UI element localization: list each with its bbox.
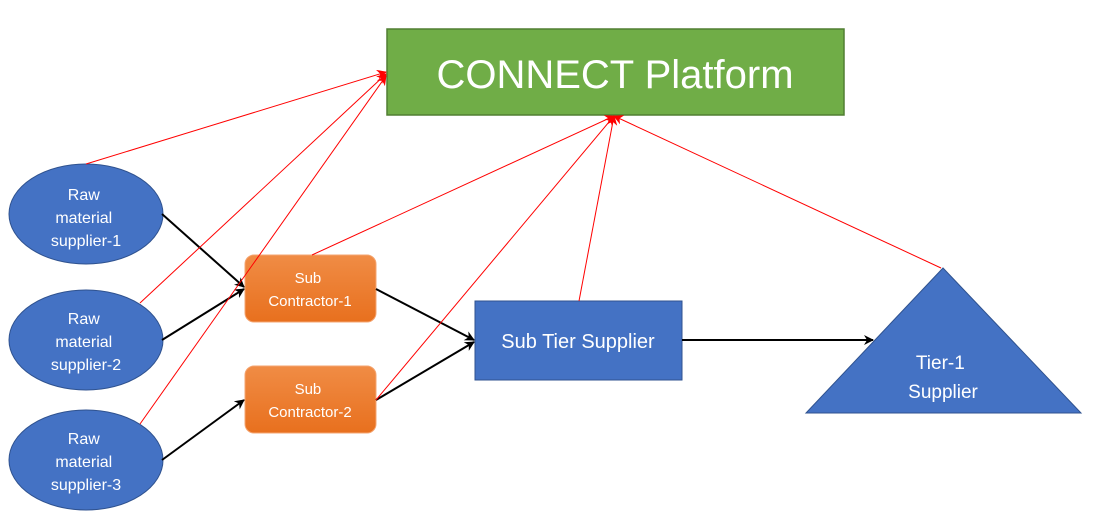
raw-material-supplier-2-node: Raw material supplier-2 xyxy=(8,289,164,391)
flow-raw2-to-sub1 xyxy=(161,288,245,341)
platform-links xyxy=(85,69,942,425)
link-tier1-to-platform xyxy=(613,115,942,269)
tier-1-supplier-node: Tier-1 Supplier xyxy=(804,267,1083,414)
sub-contractor-2-node: Sub Contractor-2 xyxy=(244,365,377,434)
sub1-line-2: Contractor-1 xyxy=(268,293,351,310)
raw3-line-2: material xyxy=(55,454,112,471)
raw1-line-1: Raw xyxy=(68,187,100,204)
link-raw3-to-platform xyxy=(139,75,387,425)
raw1-line-3: supplier-1 xyxy=(51,233,121,250)
raw3-line-3: supplier-3 xyxy=(51,477,121,494)
connect-platform-node: CONNECT Platform xyxy=(386,28,845,116)
flow-sub1-to-subtier xyxy=(375,288,475,341)
svg-text:Raw material suppl: Raw material supplier-1 xyxy=(51,187,121,250)
tier1-line-2: Supplier xyxy=(908,382,978,403)
sub-tier-supplier-label: Sub Tier Supplier xyxy=(501,331,655,353)
svg-text:Sub Contractor-2: Sub Contractor-2 xyxy=(268,381,351,421)
tier1-line-1: Tier-1 xyxy=(916,353,965,374)
link-raw1-to-platform xyxy=(85,69,387,165)
sub-contractor-1-node: Sub Contractor-1 xyxy=(244,254,377,323)
svg-text:Tier-1 Supplier: Tier-1 Supplier xyxy=(908,353,978,403)
svg-text:Sub Contractor-1: Sub Contractor-1 xyxy=(268,270,351,310)
flow-raw3-to-sub2 xyxy=(161,399,245,461)
flow-arrows xyxy=(161,213,874,461)
sub-tier-supplier-node: Sub Tier Supplier xyxy=(474,300,683,381)
link-sub1-to-platform xyxy=(311,115,615,256)
link-subtier-to-platform xyxy=(578,115,618,302)
raw1-line-2: material xyxy=(55,210,112,227)
raw-material-supplier-1-node: Raw material supplier-1 xyxy=(8,163,164,265)
raw2-line-3: supplier-2 xyxy=(51,357,121,374)
sub1-line-1: Sub xyxy=(295,270,322,287)
sub2-line-2: Contractor-2 xyxy=(268,404,351,421)
connect-platform-label: CONNECT Platform xyxy=(436,53,793,97)
raw-material-supplier-3-node: Raw material supplier-3 xyxy=(8,409,164,511)
flow-raw1-to-sub1 xyxy=(161,213,245,288)
sub2-line-1: Sub xyxy=(295,381,322,398)
raw3-line-1: Raw xyxy=(68,431,100,448)
link-sub2-to-platform xyxy=(375,115,615,401)
svg-text:Raw material suppl: Raw material supplier-2 xyxy=(51,311,121,374)
raw2-line-2: material xyxy=(55,334,112,351)
flow-sub2-to-subtier xyxy=(375,341,475,401)
svg-text:Raw material suppl: Raw material supplier-3 xyxy=(51,431,121,494)
raw2-line-1: Raw xyxy=(68,311,100,328)
link-raw2-to-platform xyxy=(139,73,387,304)
